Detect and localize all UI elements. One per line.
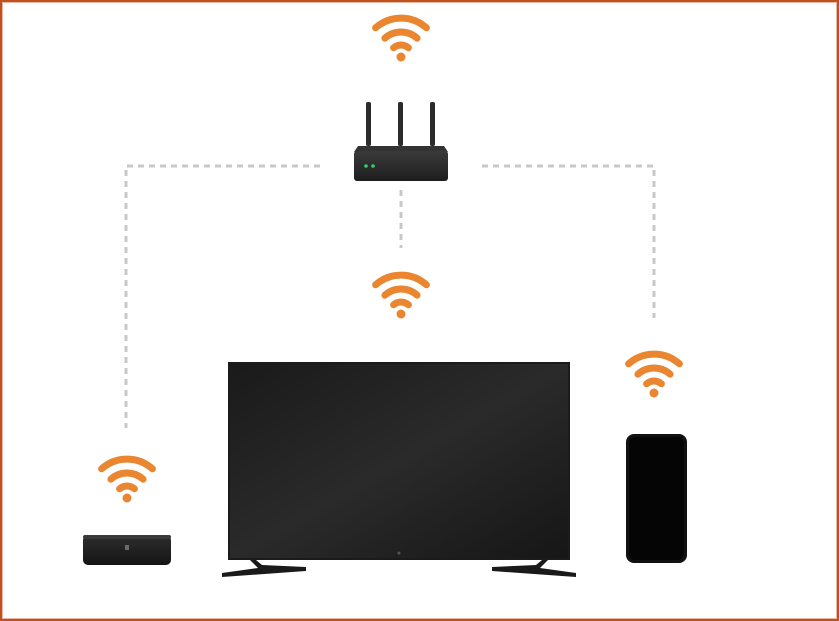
wifi-signal-icon-router (372, 14, 430, 62)
router-icon (354, 102, 448, 181)
smartphone-icon (626, 434, 687, 563)
connection-line-set-top-box (124, 164, 320, 428)
wifi-signal-icon-smartphone (625, 350, 683, 398)
wifi-signals (98, 14, 683, 503)
wifi-signal-icon-set-top-box (98, 455, 156, 503)
connection-line-smartphone (482, 164, 656, 318)
connection-lines (124, 164, 656, 428)
television-icon (222, 362, 576, 577)
streaming-box-icon (83, 535, 171, 565)
wifi-signal-icon-television (372, 271, 430, 319)
